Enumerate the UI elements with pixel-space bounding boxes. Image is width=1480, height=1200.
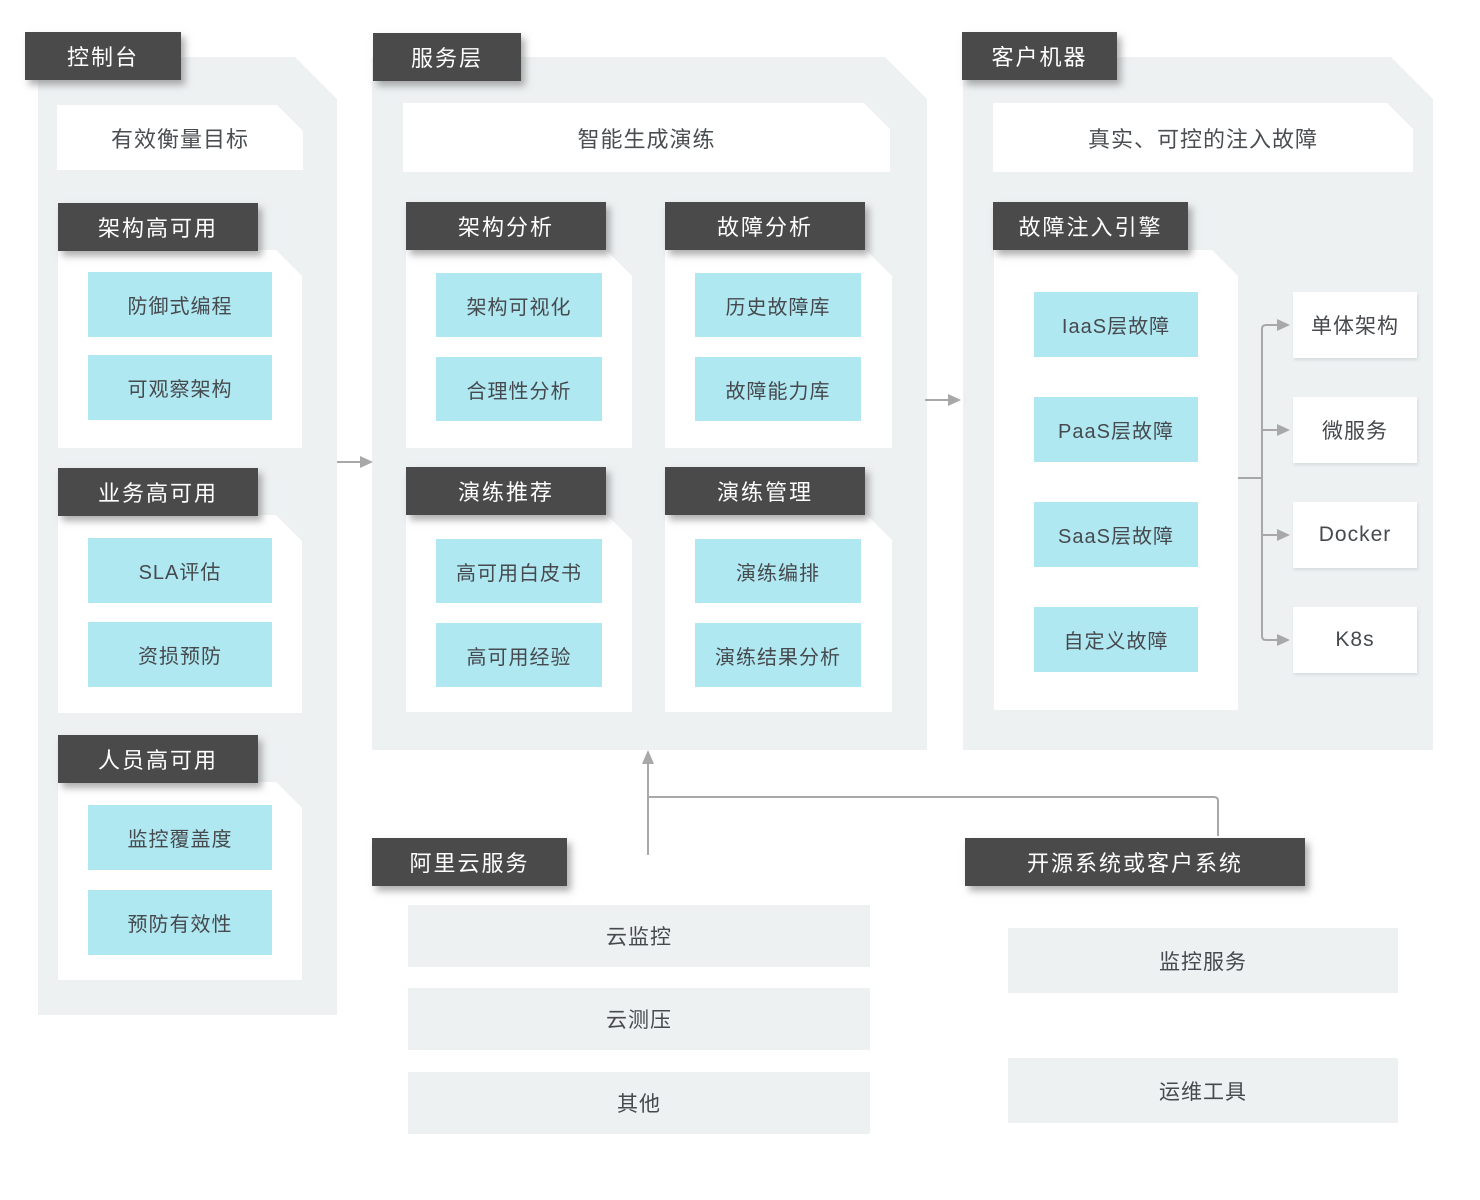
item-drill-orchestration: 演练编排	[695, 539, 861, 603]
item-loss-prevention: 资损预防	[88, 622, 272, 687]
group-label-fault-analysis: 故障分析	[665, 202, 865, 250]
group-label-architecture-ha: 架构高可用	[58, 203, 258, 251]
item-sla-evaluation: SLA评估	[88, 538, 272, 603]
target-k8s: K8s	[1293, 607, 1417, 673]
item-paas-fault: PaaS层故障	[1034, 397, 1198, 462]
group-label-drill-recommendation: 演练推荐	[406, 467, 606, 515]
console-banner: 有效衡量目标	[57, 105, 303, 170]
item-ops-tools: 运维工具	[1008, 1058, 1398, 1123]
customer-machines-title: 客户机器	[962, 32, 1117, 80]
item-rationality-analysis: 合理性分析	[436, 357, 602, 421]
group-label-staff-ha: 人员高可用	[58, 735, 258, 783]
item-observable-architecture: 可观察架构	[88, 355, 272, 420]
target-monolith: 单体架构	[1293, 292, 1417, 358]
item-monitoring-coverage: 监控覆盖度	[88, 805, 272, 870]
item-prevention-effectiveness: 预防有效性	[88, 890, 272, 955]
external-systems-title: 开源系统或客户系统	[965, 838, 1305, 886]
target-docker: Docker	[1293, 502, 1417, 568]
item-drill-result-analysis: 演练结果分析	[695, 623, 861, 687]
item-defensive-programming: 防御式编程	[88, 272, 272, 337]
service-layer-title: 服务层	[373, 33, 521, 81]
item-custom-fault: 自定义故障	[1034, 607, 1198, 672]
service-layer-banner: 智能生成演练	[403, 103, 890, 172]
group-label-drill-management: 演练管理	[665, 467, 865, 515]
item-cloud-pressure-test: 云测压	[408, 988, 870, 1050]
item-cloud-monitor: 云监控	[408, 905, 870, 967]
item-saas-fault: SaaS层故障	[1034, 502, 1198, 567]
customer-machines-banner: 真实、可控的注入故障	[993, 103, 1413, 172]
target-microservices: 微服务	[1293, 397, 1417, 463]
item-historical-fault-library: 历史故障库	[695, 273, 861, 337]
item-iaas-fault: IaaS层故障	[1034, 292, 1198, 357]
item-monitoring-service: 监控服务	[1008, 928, 1398, 993]
console-title: 控制台	[25, 32, 181, 80]
item-architecture-visualization: 架构可视化	[436, 273, 602, 337]
group-label-business-ha: 业务高可用	[58, 468, 258, 516]
item-ha-experience: 高可用经验	[436, 623, 602, 687]
item-other: 其他	[408, 1072, 870, 1134]
item-fault-capability-library: 故障能力库	[695, 357, 861, 421]
item-ha-whitepaper: 高可用白皮书	[436, 539, 602, 603]
fault-injection-engine-label: 故障注入引擎	[993, 202, 1188, 250]
aliyun-services-title: 阿里云服务	[372, 838, 567, 886]
group-label-architecture-analysis: 架构分析	[406, 202, 606, 250]
